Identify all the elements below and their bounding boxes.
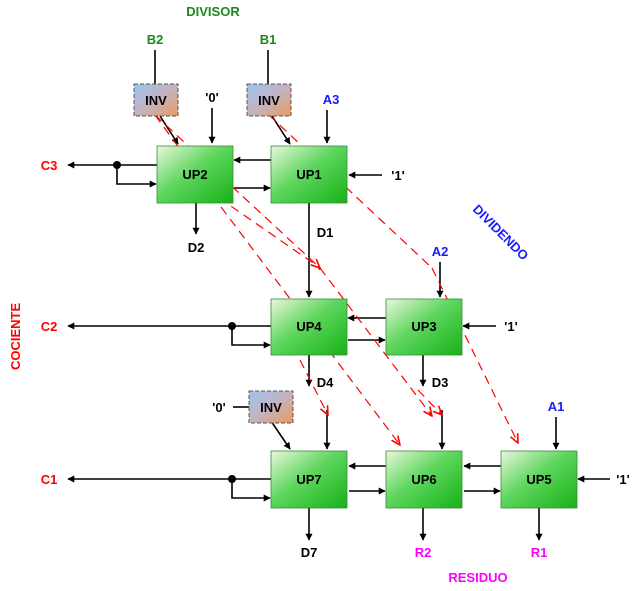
input-one-up5-label: '1' [616,472,629,487]
wire-c3-feedback [116,165,157,188]
output-d2-label: D2 [188,240,205,255]
svg-text:UP1: UP1 [296,167,321,182]
input-a2-label: A2 [432,244,449,259]
output-c1-label: C1 [41,472,58,487]
output-d4-label: D4 [317,375,334,390]
output-d1-label: D1 [317,225,334,240]
output-d3-label: D3 [432,375,449,390]
svg-text:INV: INV [258,93,280,108]
unit-up4: UP4 [270,298,348,356]
svg-text:UP4: UP4 [296,319,322,334]
divisor-path-up3-up5 [431,267,518,443]
input-zero-bottom-label: '0' [212,400,225,415]
wire-c2-feedback [231,326,271,349]
output-r2-label: R2 [415,545,432,560]
svg-text:UP3: UP3 [411,319,436,334]
svg-text:INV: INV [260,400,282,415]
input-a1-label: A1 [548,399,565,414]
output-d7-label: D7 [301,545,318,560]
unit-up3: UP3 [385,298,463,356]
divisor-path-inv1-up3 [268,114,433,269]
residuo-title: RESIDUO [448,570,507,585]
output-c3-label: C3 [41,158,58,173]
input-one-up1-label: '1' [391,168,404,183]
inverter-inv3: INV [248,390,294,424]
divisor-title: DIVISOR [186,4,240,19]
divisor-path-up3-up6 [417,389,442,415]
input-zero-top-label: '0' [205,90,218,105]
svg-text:UP6: UP6 [411,472,436,487]
wire-inv-up7 [270,420,291,450]
dividendo-title: DIVIDENDO [470,202,532,264]
output-r1-label: R1 [531,545,548,560]
input-b2-label: B2 [147,32,164,47]
divisor-path-up4-up6 [319,267,432,416]
svg-text:UP5: UP5 [526,472,551,487]
output-c2-label: C2 [41,319,58,334]
input-one-up3-label: '1' [504,319,517,334]
wire-c1-feedback [231,479,271,502]
svg-text:INV: INV [145,93,167,108]
cociente-title: COCIENTE [8,303,23,371]
svg-text:UP2: UP2 [182,167,207,182]
wire-inv-up2 [159,115,179,145]
svg-text:UP7: UP7 [296,472,321,487]
input-a3-label: A3 [323,92,340,107]
input-b1-label: B1 [260,32,277,47]
unit-up1: UP1 [270,145,348,204]
inverter-inv1: INV [246,83,292,117]
unit-up2: UP2 [156,145,234,204]
divisor-path-up4-up7 [299,359,328,415]
unit-up6: UP6 [385,450,463,509]
unit-up7: UP7 [270,450,348,509]
unit-up5: UP5 [500,450,578,509]
divisor-path-inv2-up4 [154,114,320,268]
inverter-inv2: INV [133,83,179,117]
